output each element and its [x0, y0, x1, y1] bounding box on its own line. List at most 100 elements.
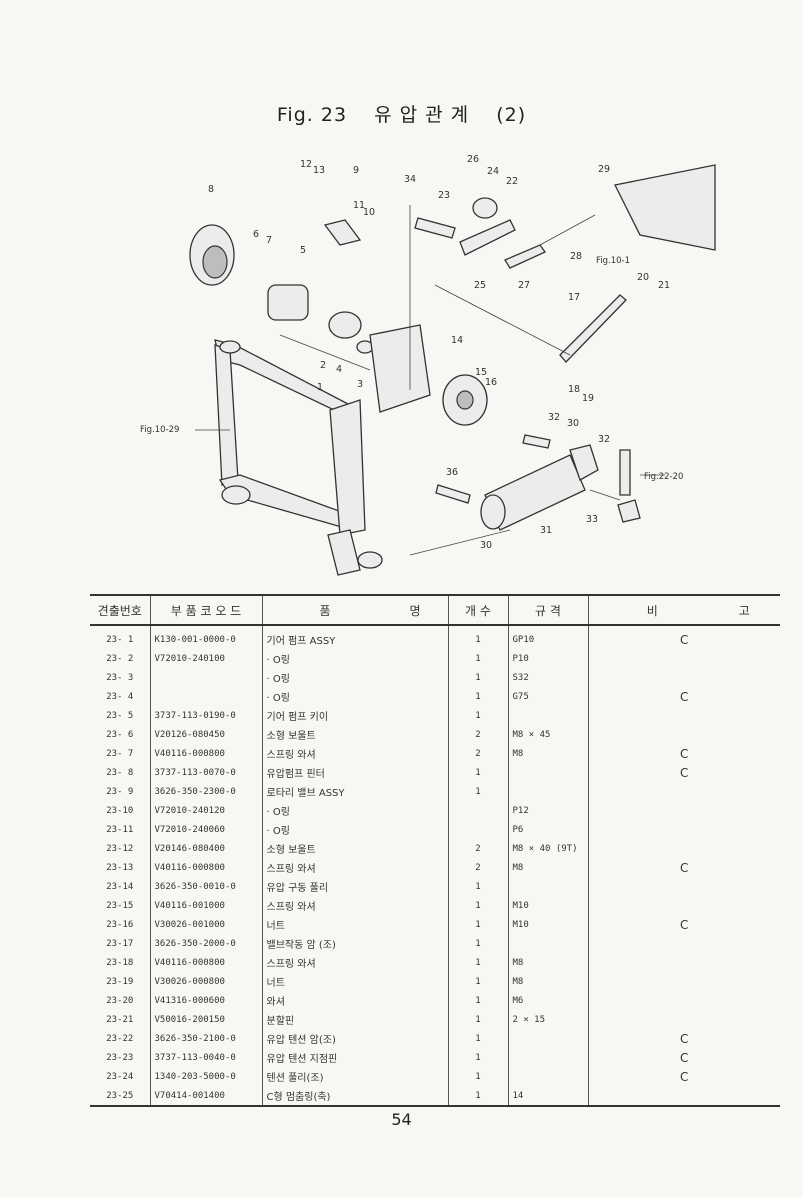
- cell-spec: S32: [507, 668, 588, 687]
- cell-part-code: V72010-240060: [149, 820, 262, 839]
- cell-index-no: 23- 4: [106, 691, 134, 702]
- cell-remark: C: [587, 763, 780, 782]
- cell-part-name: 와셔: [261, 991, 448, 1010]
- cell-index-no: 23- 6: [106, 729, 134, 740]
- cell-quantity: 1: [447, 896, 508, 915]
- cell-spec: [507, 1029, 588, 1048]
- cell-spec: M6: [507, 991, 588, 1010]
- cell-index-no: 23- 9: [106, 786, 134, 797]
- cell-part-name: · O링: [261, 668, 448, 687]
- cell-remark: C: [587, 1048, 780, 1067]
- cell-index-no: 23- 1: [106, 634, 134, 645]
- cell-spec: [507, 763, 588, 782]
- cell-quantity: 1: [447, 782, 508, 801]
- diagram-frame-illustration: [189, 164, 716, 576]
- cell-part-code: V50016-200150: [149, 1010, 262, 1029]
- cell-part-name: 소형 보울트: [261, 839, 448, 858]
- callout-label: 5: [300, 245, 306, 256]
- cell-quantity: 2: [447, 839, 508, 858]
- cell-quantity: 1: [447, 1029, 508, 1048]
- cell-quantity: 1: [447, 1067, 508, 1086]
- cell-index-no: 23- 2: [106, 653, 134, 664]
- cell-quantity: 1: [447, 668, 508, 687]
- cell-index-no: 23-16: [106, 919, 134, 930]
- header-remarks-right: 고: [738, 603, 750, 618]
- cell-spec: [507, 934, 588, 953]
- cell-spec: M8: [507, 858, 588, 877]
- cell-spec: GP10: [507, 625, 588, 649]
- cell-remark: [587, 706, 780, 725]
- header-part-name-left: 품: [319, 603, 331, 618]
- callout-label: 25: [474, 280, 486, 291]
- cell-quantity: 1: [447, 972, 508, 991]
- cell-quantity: 1: [447, 706, 508, 725]
- cell-spec: M10: [507, 915, 588, 934]
- cell-remark: [587, 801, 780, 820]
- cell-remark: C: [587, 625, 780, 649]
- cell-quantity: 1: [447, 649, 508, 668]
- cell-quantity: 1: [447, 763, 508, 782]
- cell-index-no: 23-24: [106, 1071, 134, 1082]
- cell-remark: [587, 1086, 780, 1107]
- callout-label: 1: [317, 382, 323, 393]
- cell-part-code: V72010-240120: [149, 801, 262, 820]
- cell-part-code: V40116-000800: [149, 953, 262, 972]
- cell-part-code: V40116-000800: [149, 744, 262, 763]
- callout-label: 7: [266, 235, 272, 246]
- callout-label: 10: [363, 207, 375, 218]
- cell-part-name: C형 멈춤링(축): [261, 1086, 448, 1107]
- exploded-parts-diagram: 12 13 9 11 10 8 6 7 5 2 4 3 1 34 23 26 2…: [140, 154, 716, 576]
- cell-part-code: 3626-350-2000-0: [149, 934, 262, 953]
- header-index-no: 견출번호: [90, 594, 150, 626]
- figure-title-suffix: (2): [496, 104, 527, 126]
- callout-label: 31: [540, 525, 552, 536]
- callout-label: 34: [404, 174, 416, 185]
- cell-part-name: · O링: [261, 649, 448, 668]
- cell-spec: [507, 877, 588, 896]
- cell-quantity: 2: [447, 725, 508, 744]
- callout-label: 30: [480, 540, 492, 551]
- cell-part-name: 스프링 와셔: [261, 744, 448, 763]
- cell-spec: M8: [507, 972, 588, 991]
- cell-index-no: 23-25: [90, 1086, 150, 1107]
- cell-quantity: 1: [447, 934, 508, 953]
- page-number: 54: [391, 1110, 412, 1129]
- cell-remark: C: [587, 744, 780, 763]
- cell-quantity: 2: [447, 744, 508, 763]
- cell-part-code: V20146-080400: [149, 839, 262, 858]
- cell-part-name: 유압 텐션 암(조): [261, 1029, 448, 1048]
- cell-index-no: 23-12: [106, 843, 134, 854]
- cell-remark: [587, 668, 780, 687]
- callout-label: 11: [353, 200, 365, 211]
- cell-spec: M8: [507, 953, 588, 972]
- cell-index-no: 23-21: [106, 1014, 134, 1025]
- cell-spec: P6: [507, 820, 588, 839]
- callout-label: 12: [300, 159, 312, 170]
- cell-part-name: 유압 구동 풀리: [261, 877, 448, 896]
- cell-part-name: 로타리 밸브 ASSY: [261, 782, 448, 801]
- cell-part-name: 밸브작동 암 (조): [261, 934, 448, 953]
- cell-part-code: 3626-350-0010-0: [149, 877, 262, 896]
- header-remarks-left: 비: [646, 603, 658, 618]
- cell-index-no: 23-11: [106, 824, 134, 835]
- cell-index-no: 23-15: [106, 900, 134, 911]
- cell-remark: [587, 877, 780, 896]
- cell-remark: [587, 839, 780, 858]
- figure-title-text: 유 압 관 계: [374, 104, 470, 126]
- callout-label: 29: [598, 164, 610, 175]
